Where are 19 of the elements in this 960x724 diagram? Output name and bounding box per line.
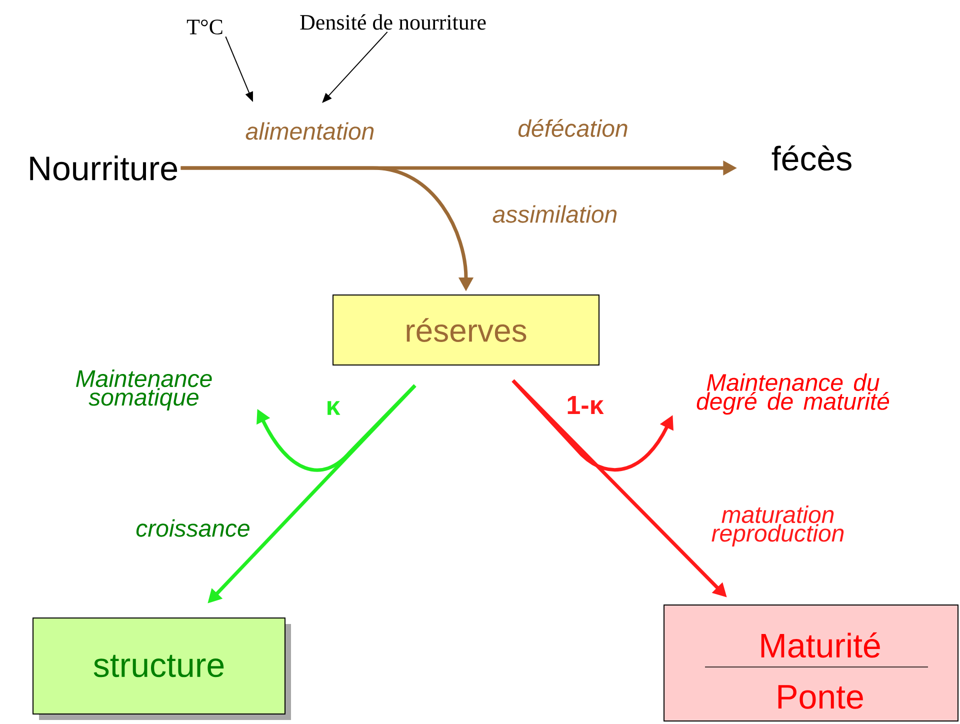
- arrow: [512, 379, 674, 472]
- edge-label: maturation reproduction: [712, 506, 844, 547]
- node-text: Nourriture: [30, 156, 178, 180]
- edge-label: croissance: [136, 519, 250, 537]
- node-text: T°C: [186, 20, 222, 34]
- node-text: Maintenance du degré de maturité: [696, 373, 890, 415]
- edge-label: défécation: [518, 119, 628, 137]
- process-box: Maturité Ponte: [664, 604, 958, 722]
- arrow: [256, 384, 416, 472]
- arrow: [322, 31, 388, 103]
- process-box: structure: [32, 618, 291, 720]
- node-text: Maintenance somatique: [76, 370, 212, 410]
- edge-label: assimilation: [492, 205, 617, 223]
- process-box: réserves: [332, 294, 600, 366]
- node-text: fécès: [772, 145, 852, 171]
- flow-label: 1-κ: [568, 396, 604, 414]
- node-text: Densité de nourriture: [300, 14, 486, 30]
- flow-label: κ: [328, 401, 340, 415]
- flow-label: alimentation: [246, 122, 374, 140]
